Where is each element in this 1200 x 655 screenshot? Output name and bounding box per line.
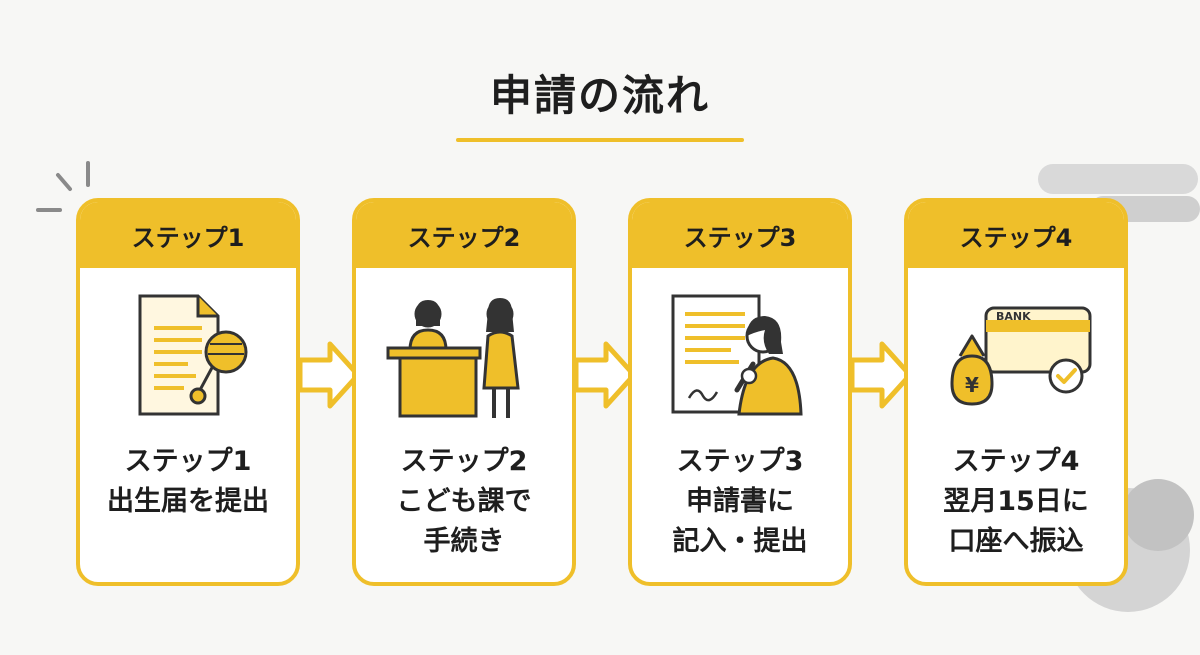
document-rattle-icon: [138, 294, 248, 416]
arrow-right-icon: [297, 341, 361, 409]
step-header: ステップ3: [632, 202, 848, 268]
bank-card-label: BANK: [996, 310, 1031, 323]
sparkle-decoration: [36, 161, 90, 212]
step-card-4: ステップ4 BANK ¥ ステップ4 翌月15日に 口座へ振込: [904, 198, 1128, 586]
step-description: ステップ2 こども課で 手続き: [396, 446, 532, 557]
writing-form-icon: [671, 294, 803, 416]
step-card-1: ステップ1 ステップ1 出生届を提出: [76, 198, 300, 586]
arrow-right-icon: [849, 341, 913, 409]
step-description: ステップ4 翌月15日に 口座へ振込: [943, 446, 1089, 557]
counter-staff-icon: [386, 298, 520, 418]
yen-symbol: ¥: [965, 373, 979, 397]
step-header: ステップ1: [80, 202, 296, 268]
step-description: ステップ3 申請書に 記入・提出: [672, 446, 808, 557]
step-header: ステップ4: [908, 202, 1124, 268]
step-header: ステップ2: [356, 202, 572, 268]
title-underline: [456, 138, 744, 142]
page-title: 申請の流れ: [489, 71, 710, 120]
step-card-2: ステップ2 ステップ2 こども課で 手続き: [352, 198, 576, 586]
bank-transfer-icon: BANK ¥: [950, 306, 1092, 406]
arrow-right-icon: [573, 341, 637, 409]
step-card-3: ステップ3 ステップ3 申請書に 記入・提出: [628, 198, 852, 586]
step-description: ステップ1 出生届を提出: [107, 446, 269, 517]
